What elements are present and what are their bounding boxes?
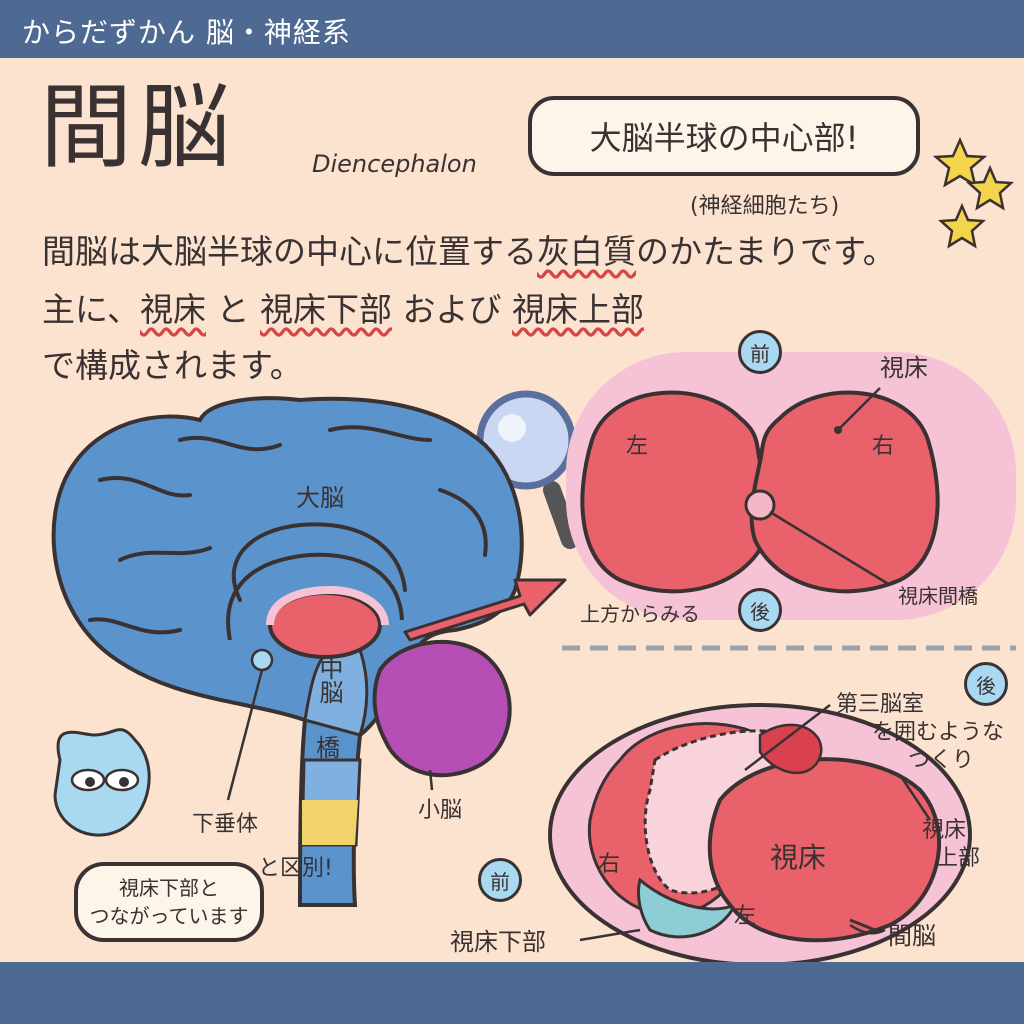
description-text: 間脳は大脳半球の中心に位置する xyxy=(42,232,537,271)
label-bottom-thalamus: 視床 xyxy=(770,841,827,874)
arrow-icon xyxy=(403,578,567,642)
label-bottom-right: 右 xyxy=(598,852,621,877)
description-text: のかたまりです。 xyxy=(636,232,896,271)
label-interthalamic: 視床間橋 xyxy=(898,584,978,608)
label-midbrain: 中脳 xyxy=(315,656,343,704)
note-line-1: 視床下部と xyxy=(119,876,219,900)
label-third-ventricle-1: 第三脳室 xyxy=(836,692,925,717)
label-bottom-left: 左 xyxy=(734,904,757,929)
label-top-left: 左 xyxy=(626,434,649,459)
highlight-hypothalamus: 視床下部 xyxy=(260,290,393,329)
label-diencephalon: 間脳 xyxy=(888,922,936,950)
interthalamic-adhesion xyxy=(744,489,776,521)
label-pituitary: 下垂体 xyxy=(192,812,259,837)
bottom-view-diagram xyxy=(548,703,972,967)
character-icon xyxy=(53,728,151,837)
speech-bubble-note: (神経細胞たち) xyxy=(690,194,840,219)
page-title: 間脳 xyxy=(40,74,237,181)
highlight-epithalamus: 視床上部 xyxy=(512,290,645,329)
label-epithalamus-1: 視床 xyxy=(922,818,967,843)
english-title: Diencephalon xyxy=(312,150,477,178)
description-line-3: で構成されます。 xyxy=(42,346,303,385)
description-text: 主に、 xyxy=(42,290,141,329)
note-line-2: つながっています xyxy=(89,904,249,928)
header-bar: からだずかん 脳・神経系 xyxy=(0,0,1024,58)
star-icon xyxy=(932,136,1015,249)
speech-bubble: 大脳半球の中心部! xyxy=(528,96,920,176)
magnifier-icon xyxy=(476,390,579,549)
highlight-gray-matter: 灰白質 xyxy=(537,232,636,271)
front-thalamus xyxy=(707,757,942,943)
description-line-2: 主に、視床 と 視床下部 および 視床上部 xyxy=(42,290,644,330)
label-third-ventricle-2: を囲むような xyxy=(872,720,1005,745)
description-text: および xyxy=(402,290,502,329)
footer-bar xyxy=(0,962,1024,1024)
label-pons: 橋 xyxy=(316,734,340,762)
speech-bubble-text: 大脳半球の中心部! xyxy=(589,119,859,157)
pituitary-shape xyxy=(250,648,274,672)
spinal-cord-shape xyxy=(302,800,358,845)
label-hypothalamus: 視床下部 xyxy=(450,928,546,956)
label-bottom-back: 後 xyxy=(964,662,1008,706)
header-title: からだずかん 脳・神経系 xyxy=(22,16,351,49)
label-top-back: 後 xyxy=(738,588,782,632)
hypothalamus-shape xyxy=(636,877,739,939)
arrow-small-icon xyxy=(849,918,881,934)
cerebellum-shape xyxy=(372,639,512,778)
note-bubble: 視床下部と つながっています xyxy=(74,862,264,942)
left-thalamus xyxy=(580,390,771,594)
highlight-thalamus: 視床 xyxy=(140,290,207,329)
label-top-thalamus: 視床 xyxy=(880,354,928,382)
label-distinguish: と区別! xyxy=(258,856,333,881)
description-text: と xyxy=(216,290,250,329)
label-top-front: 前 xyxy=(738,330,782,374)
label-cerebellum: 小脳 xyxy=(418,798,463,823)
label-bottom-front: 前 xyxy=(478,858,522,902)
description-line-1: 間脳は大脳半球の中心に位置する灰白質のかたまりです。 xyxy=(42,232,896,272)
label-top-right: 右 xyxy=(872,434,895,459)
brain-side-view xyxy=(51,396,524,907)
label-third-ventricle-3: つくり xyxy=(908,748,975,773)
label-epithalamus-2: 上部 xyxy=(936,846,981,871)
top-view-diagram xyxy=(566,352,1016,620)
right-thalamus xyxy=(749,390,940,594)
label-cerebrum: 大脳 xyxy=(296,484,344,512)
epithalamus-shape xyxy=(758,723,823,775)
label-from-above: 上方からみる xyxy=(580,602,700,626)
